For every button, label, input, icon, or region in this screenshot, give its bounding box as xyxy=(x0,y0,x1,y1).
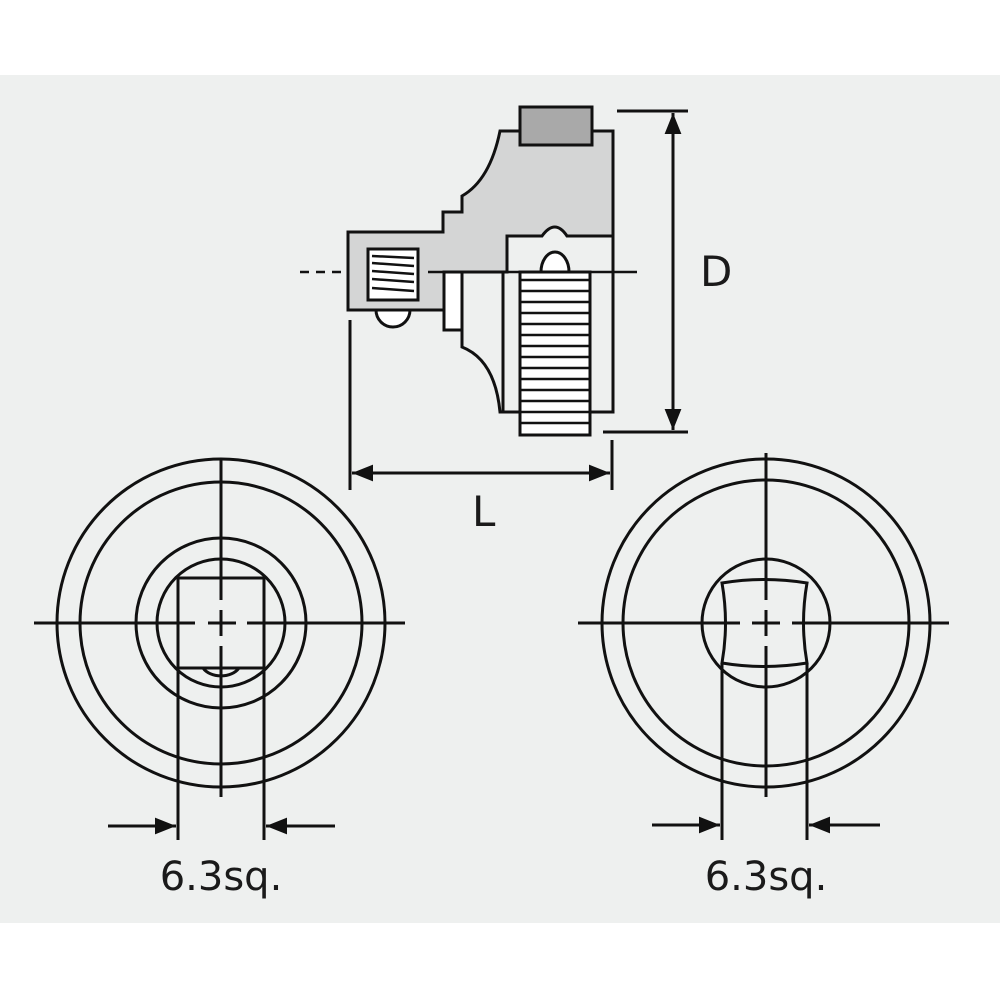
square-drive-label: 6.3sq. xyxy=(705,854,828,900)
dimension-l-label: L xyxy=(472,487,496,536)
square-drive-label: 6.3sq. xyxy=(160,854,283,900)
gear xyxy=(518,270,592,437)
dimension-d-label: D xyxy=(700,247,732,296)
top-cap xyxy=(518,105,594,147)
spring-coils xyxy=(371,254,415,293)
side-view: D L xyxy=(300,105,732,536)
drive-flange xyxy=(460,236,615,414)
detent-ball xyxy=(374,308,412,329)
front-view-left: 6.3sq. xyxy=(34,457,405,900)
gear-teeth xyxy=(520,278,590,425)
front-view-right: 6.3sq. xyxy=(578,453,949,900)
gear-ball xyxy=(539,250,571,274)
drive-collar xyxy=(442,270,464,332)
